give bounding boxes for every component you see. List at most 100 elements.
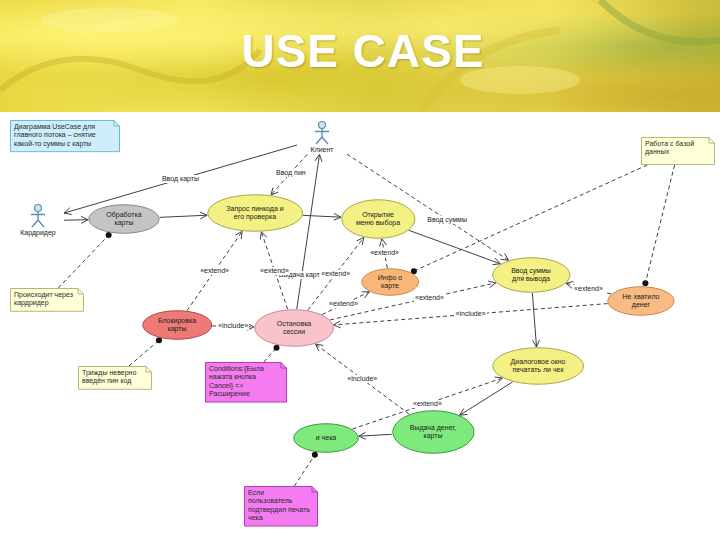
connector bbox=[359, 432, 392, 439]
arrowhead bbox=[271, 188, 278, 196]
text-block: Запрос пинкода и его проверка bbox=[222, 205, 287, 222]
arrowhead bbox=[380, 239, 387, 247]
use-case: Открытие меню выбора bbox=[341, 199, 416, 239]
note-outline bbox=[245, 487, 318, 527]
use-case: Обработка карты bbox=[88, 204, 160, 234]
connector bbox=[294, 452, 318, 486]
arrowhead bbox=[260, 232, 267, 240]
text-block: Ввод суммы для вывода bbox=[505, 267, 557, 284]
text-block: Обработка карты bbox=[100, 211, 147, 228]
connector bbox=[187, 231, 242, 310]
node-text: Клиент bbox=[297, 146, 347, 154]
arrowhead bbox=[81, 216, 88, 223]
edge-label: «extend» bbox=[320, 270, 351, 278]
note-fold bbox=[312, 487, 318, 493]
anchor-dot bbox=[274, 345, 280, 351]
ellipse-outline bbox=[392, 411, 473, 454]
use-case: Блокировка карты bbox=[142, 310, 213, 340]
connector bbox=[532, 293, 539, 347]
ellipse-outline bbox=[89, 205, 159, 234]
connector-line bbox=[359, 434, 392, 436]
connector bbox=[303, 213, 341, 220]
connector-line bbox=[271, 154, 307, 195]
text-block: Диаграмма UseCase для главного потока – … bbox=[14, 123, 112, 148]
note-outline bbox=[11, 289, 84, 312]
anchor-dot bbox=[312, 452, 318, 458]
arrowhead bbox=[362, 292, 370, 298]
connector-line bbox=[58, 233, 110, 288]
text-block: Происходит через кардридер bbox=[14, 291, 76, 308]
connector-line bbox=[129, 338, 161, 366]
node-text: Запрос пинкода и его проверка bbox=[222, 205, 287, 222]
text-block: Выдача денег, карты bbox=[405, 424, 460, 441]
text-block: Conditions:{Была нажата кнопка Cancel} =… bbox=[209, 365, 279, 399]
node-text: Обработка карты bbox=[100, 211, 147, 228]
node-text: Диалоговое окно печатать ли чек bbox=[507, 358, 569, 375]
text-block: Трижды неверно введён пин код bbox=[82, 369, 144, 386]
edge-label: «extend» bbox=[328, 300, 359, 308]
node-text: Не хватило денег bbox=[619, 293, 663, 310]
connector-line bbox=[64, 219, 88, 220]
edge-label: «extend» bbox=[199, 267, 230, 275]
connector-line bbox=[303, 215, 341, 217]
use-case: и чека bbox=[293, 423, 359, 453]
diagram-note: Происходит через кардридер bbox=[10, 288, 84, 312]
connector-line bbox=[645, 165, 675, 286]
arrowhead bbox=[315, 344, 323, 351]
note-outline bbox=[642, 138, 715, 165]
connector bbox=[129, 337, 162, 366]
connector-line bbox=[532, 293, 536, 347]
note-fold bbox=[281, 363, 287, 369]
connector-line bbox=[315, 344, 409, 414]
stick-figure bbox=[297, 121, 347, 145]
ellipse-outline bbox=[362, 269, 419, 296]
text-block: Не хватило денег bbox=[619, 293, 663, 310]
connector-line bbox=[334, 304, 608, 325]
ellipse-outline bbox=[341, 200, 414, 239]
node-text: Кардридер bbox=[12, 229, 64, 237]
connector bbox=[642, 165, 674, 286]
arrowhead bbox=[334, 213, 341, 220]
ellipse-outline bbox=[608, 287, 674, 316]
edge-label: «extend» bbox=[573, 285, 604, 293]
diagram-note: Conditions:{Была нажата кнопка Cancel} =… bbox=[205, 362, 287, 403]
ellipse-outline bbox=[255, 310, 334, 347]
leaf-stroke bbox=[600, 0, 720, 42]
use-case: Инфо о карте bbox=[361, 268, 419, 296]
node-text: Трижды неверно введён пин код bbox=[82, 369, 144, 386]
connector bbox=[409, 230, 500, 264]
connector-line bbox=[460, 382, 513, 415]
node-text: и чека bbox=[316, 434, 337, 442]
edge-label: «include» bbox=[346, 375, 378, 383]
text-block: Инфо о карте bbox=[371, 274, 408, 291]
node-text: Если пользователь подтвердил печать чека bbox=[248, 489, 310, 523]
arrowhead bbox=[532, 340, 539, 347]
connector bbox=[460, 382, 513, 415]
arrowhead bbox=[460, 409, 468, 416]
use-case: Ввод суммы для вывода bbox=[492, 257, 571, 293]
note-outline bbox=[79, 367, 152, 390]
arrowhead bbox=[488, 281, 496, 288]
stick-figure bbox=[12, 204, 64, 228]
arrowhead bbox=[334, 321, 341, 328]
connector-line bbox=[294, 452, 316, 486]
text-block: Остановка сессии bbox=[267, 320, 320, 337]
connector bbox=[160, 212, 207, 219]
node-text: Происходит через кардридер bbox=[14, 291, 76, 308]
ellipse-outline bbox=[493, 348, 584, 385]
ellipse-outline bbox=[294, 424, 359, 453]
arrowhead bbox=[359, 432, 366, 439]
diagram-note: Диаграмма UseCase для главного потока – … bbox=[10, 120, 120, 152]
text-block: и чека bbox=[316, 434, 337, 442]
node-text: Conditions:{Была нажата кнопка Cancel} =… bbox=[209, 365, 279, 399]
edge-label: «extend» bbox=[369, 249, 400, 257]
connector-line bbox=[411, 165, 647, 272]
connector-line bbox=[187, 231, 242, 310]
text-block: Работа с базой данных bbox=[645, 140, 707, 157]
edge-label: «include» bbox=[455, 310, 487, 318]
use-case: Остановка сессии bbox=[254, 309, 334, 347]
note-fold bbox=[709, 138, 715, 144]
text-block: Открытие меню выбора bbox=[353, 211, 402, 228]
connector-line bbox=[409, 230, 500, 263]
edge-label: «include» bbox=[217, 322, 249, 330]
